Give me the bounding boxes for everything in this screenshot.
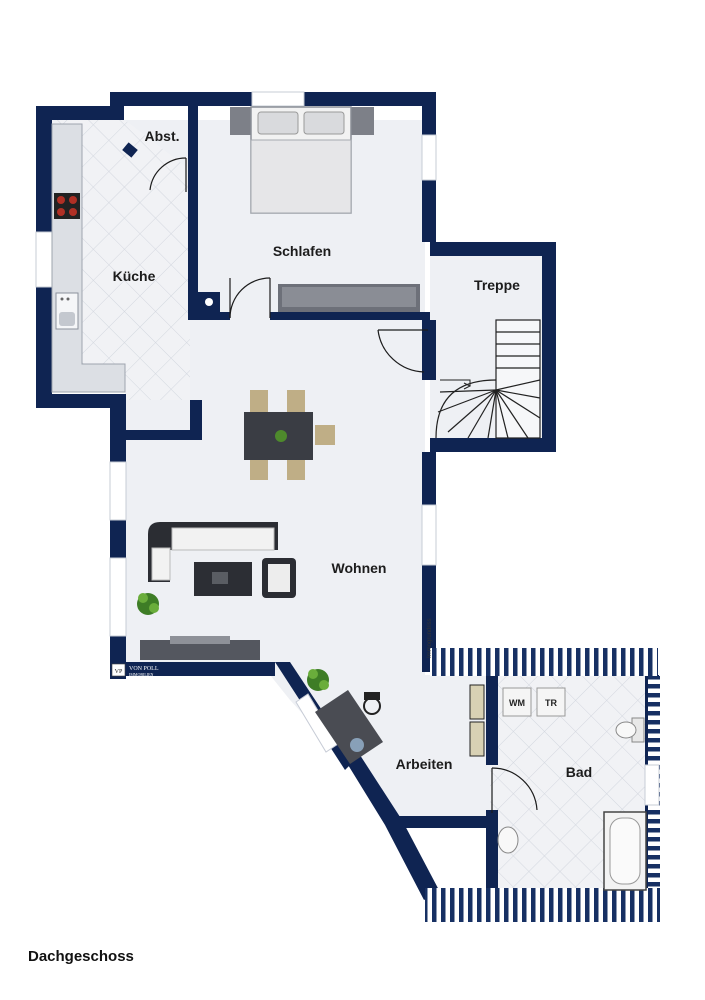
dryer: TR xyxy=(536,687,566,717)
brand-initials: VP xyxy=(115,669,123,675)
wardrobe xyxy=(278,284,420,312)
kitchen-counter xyxy=(51,123,126,393)
tv-sideboard xyxy=(140,636,260,660)
room-label-treppe: Treppe xyxy=(474,277,520,293)
brand-logo: VP VON POLL IMMOBILIEN xyxy=(111,663,159,677)
dryer-label: TR xyxy=(545,698,557,708)
bath-shelves xyxy=(469,684,485,757)
brand-sub: IMMOBILIEN xyxy=(129,672,154,677)
room-label-wohnen: Wohnen xyxy=(332,560,387,576)
washbasin xyxy=(497,826,519,854)
bathtub xyxy=(603,811,647,891)
desk xyxy=(315,690,383,764)
washing-machine-label: WM xyxy=(509,698,525,708)
plant-arbeiten xyxy=(307,669,329,691)
floor-areas xyxy=(52,120,650,895)
sofa xyxy=(148,522,296,598)
room-label-kueche: Küche xyxy=(113,268,156,284)
room-label-schlafen: Schlafen xyxy=(273,243,331,259)
double-bed xyxy=(230,106,374,214)
walls xyxy=(36,92,659,900)
staircase xyxy=(435,319,541,439)
floor-name: Dachgeschoss xyxy=(28,948,134,965)
room-label-bad: Bad xyxy=(566,764,592,780)
toilet xyxy=(615,717,645,743)
doors xyxy=(149,157,538,813)
watermark: Immogrundriss xyxy=(427,618,433,658)
room-label-arbeiten: Arbeiten xyxy=(396,756,453,772)
plant-living xyxy=(137,593,159,615)
washing-machine: WM xyxy=(502,687,532,717)
dining-table xyxy=(244,390,335,480)
room-label-abst: Abst. xyxy=(145,128,180,144)
windows xyxy=(35,91,660,806)
brand-name: VON POLL xyxy=(129,666,159,672)
